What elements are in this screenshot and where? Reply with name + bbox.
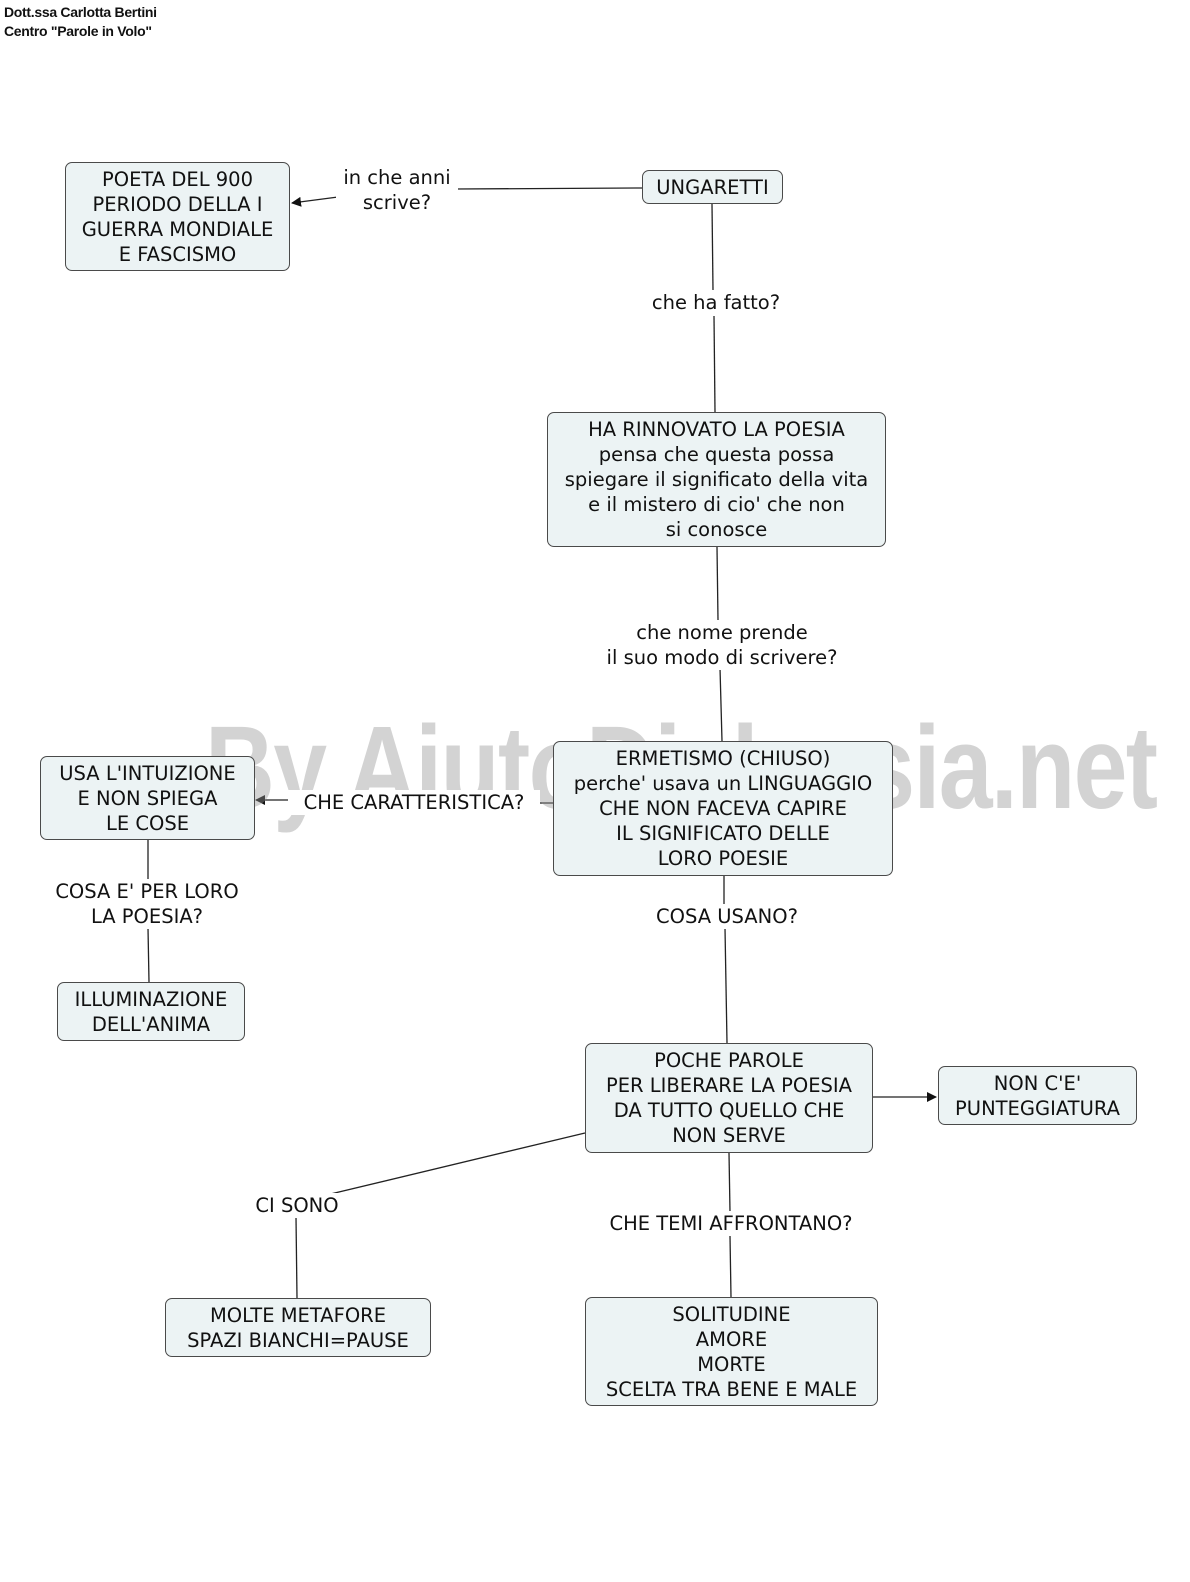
- link-anni-poeta: [291, 196, 339, 207]
- link-nome-ermetismo: [719, 667, 723, 742]
- node-ungaretti[interactable]: UNGARETTI: [642, 170, 783, 204]
- link-label-ci-sono: CI SONO: [246, 1193, 348, 1218]
- link-ungaretti-anni: [454, 187, 643, 190]
- author-name: Dott.ssa Carlotta Bertini: [4, 4, 157, 20]
- node-usa-intuizione[interactable]: USA L'INTUIZIONE E NON SPIEGA LE COSE: [40, 756, 255, 840]
- center-name: Centro "Parole in Volo": [4, 23, 152, 39]
- link-poesia-illuminazione: [147, 927, 150, 983]
- link-label-anni: in che anni scrive?: [336, 165, 458, 215]
- link-temi-solitudine: [729, 1235, 732, 1298]
- node-molte-metafore[interactable]: MOLTE METAFORE SPAZI BIANCHI=PAUSE: [165, 1298, 431, 1357]
- link-ungaretti-fatto: [711, 203, 714, 291]
- link-usano-poche: [724, 927, 728, 1044]
- node-temi-affrontati[interactable]: SOLITUDINE AMORE MORTE SCELTA TRA BENE E…: [585, 1297, 878, 1406]
- link-fatto-rinnovato: [713, 315, 716, 413]
- link-label-nome: che nome prende il suo modo di scrivere?: [594, 620, 850, 670]
- node-poche-parole[interactable]: POCHE PAROLE PER LIBERARE LA POESIA DA T…: [585, 1043, 873, 1153]
- link-label-poesia-per-loro: COSA E' PER LORO LA POESIA?: [43, 879, 251, 929]
- link-cisono-metafore: [295, 1216, 298, 1299]
- author-header: Dott.ssa Carlotta Bertini Centro "Parole…: [4, 3, 157, 41]
- link-label-temi: CHE TEMI AFFRONTANO?: [594, 1211, 868, 1236]
- link-rinnovato-nome: [716, 546, 719, 621]
- link-label-usano: COSA USANO?: [646, 904, 808, 929]
- node-ermetismo[interactable]: ERMETISMO (CHIUSO) perche' usava un LING…: [553, 741, 893, 876]
- node-non-punteggiatura[interactable]: NON C'E' PUNTEGGIATURA: [938, 1066, 1137, 1125]
- link-label-caratteristica: CHE CARATTERISTICA?: [288, 790, 540, 815]
- node-ha-rinnovato-la-poesia[interactable]: HA RINNOVATO LA POESIA pensa che questa …: [547, 412, 886, 547]
- node-poeta-del-900[interactable]: POETA DEL 900 PERIODO DELLA I GUERRA MON…: [65, 162, 290, 271]
- link-label-fatto: che ha fatto?: [643, 290, 789, 315]
- link-poche-cisono: [317, 1132, 586, 1198]
- node-illuminazione-anima[interactable]: ILLUMINAZIONE DELL'ANIMA: [57, 982, 245, 1041]
- link-poche-temi: [728, 1152, 731, 1213]
